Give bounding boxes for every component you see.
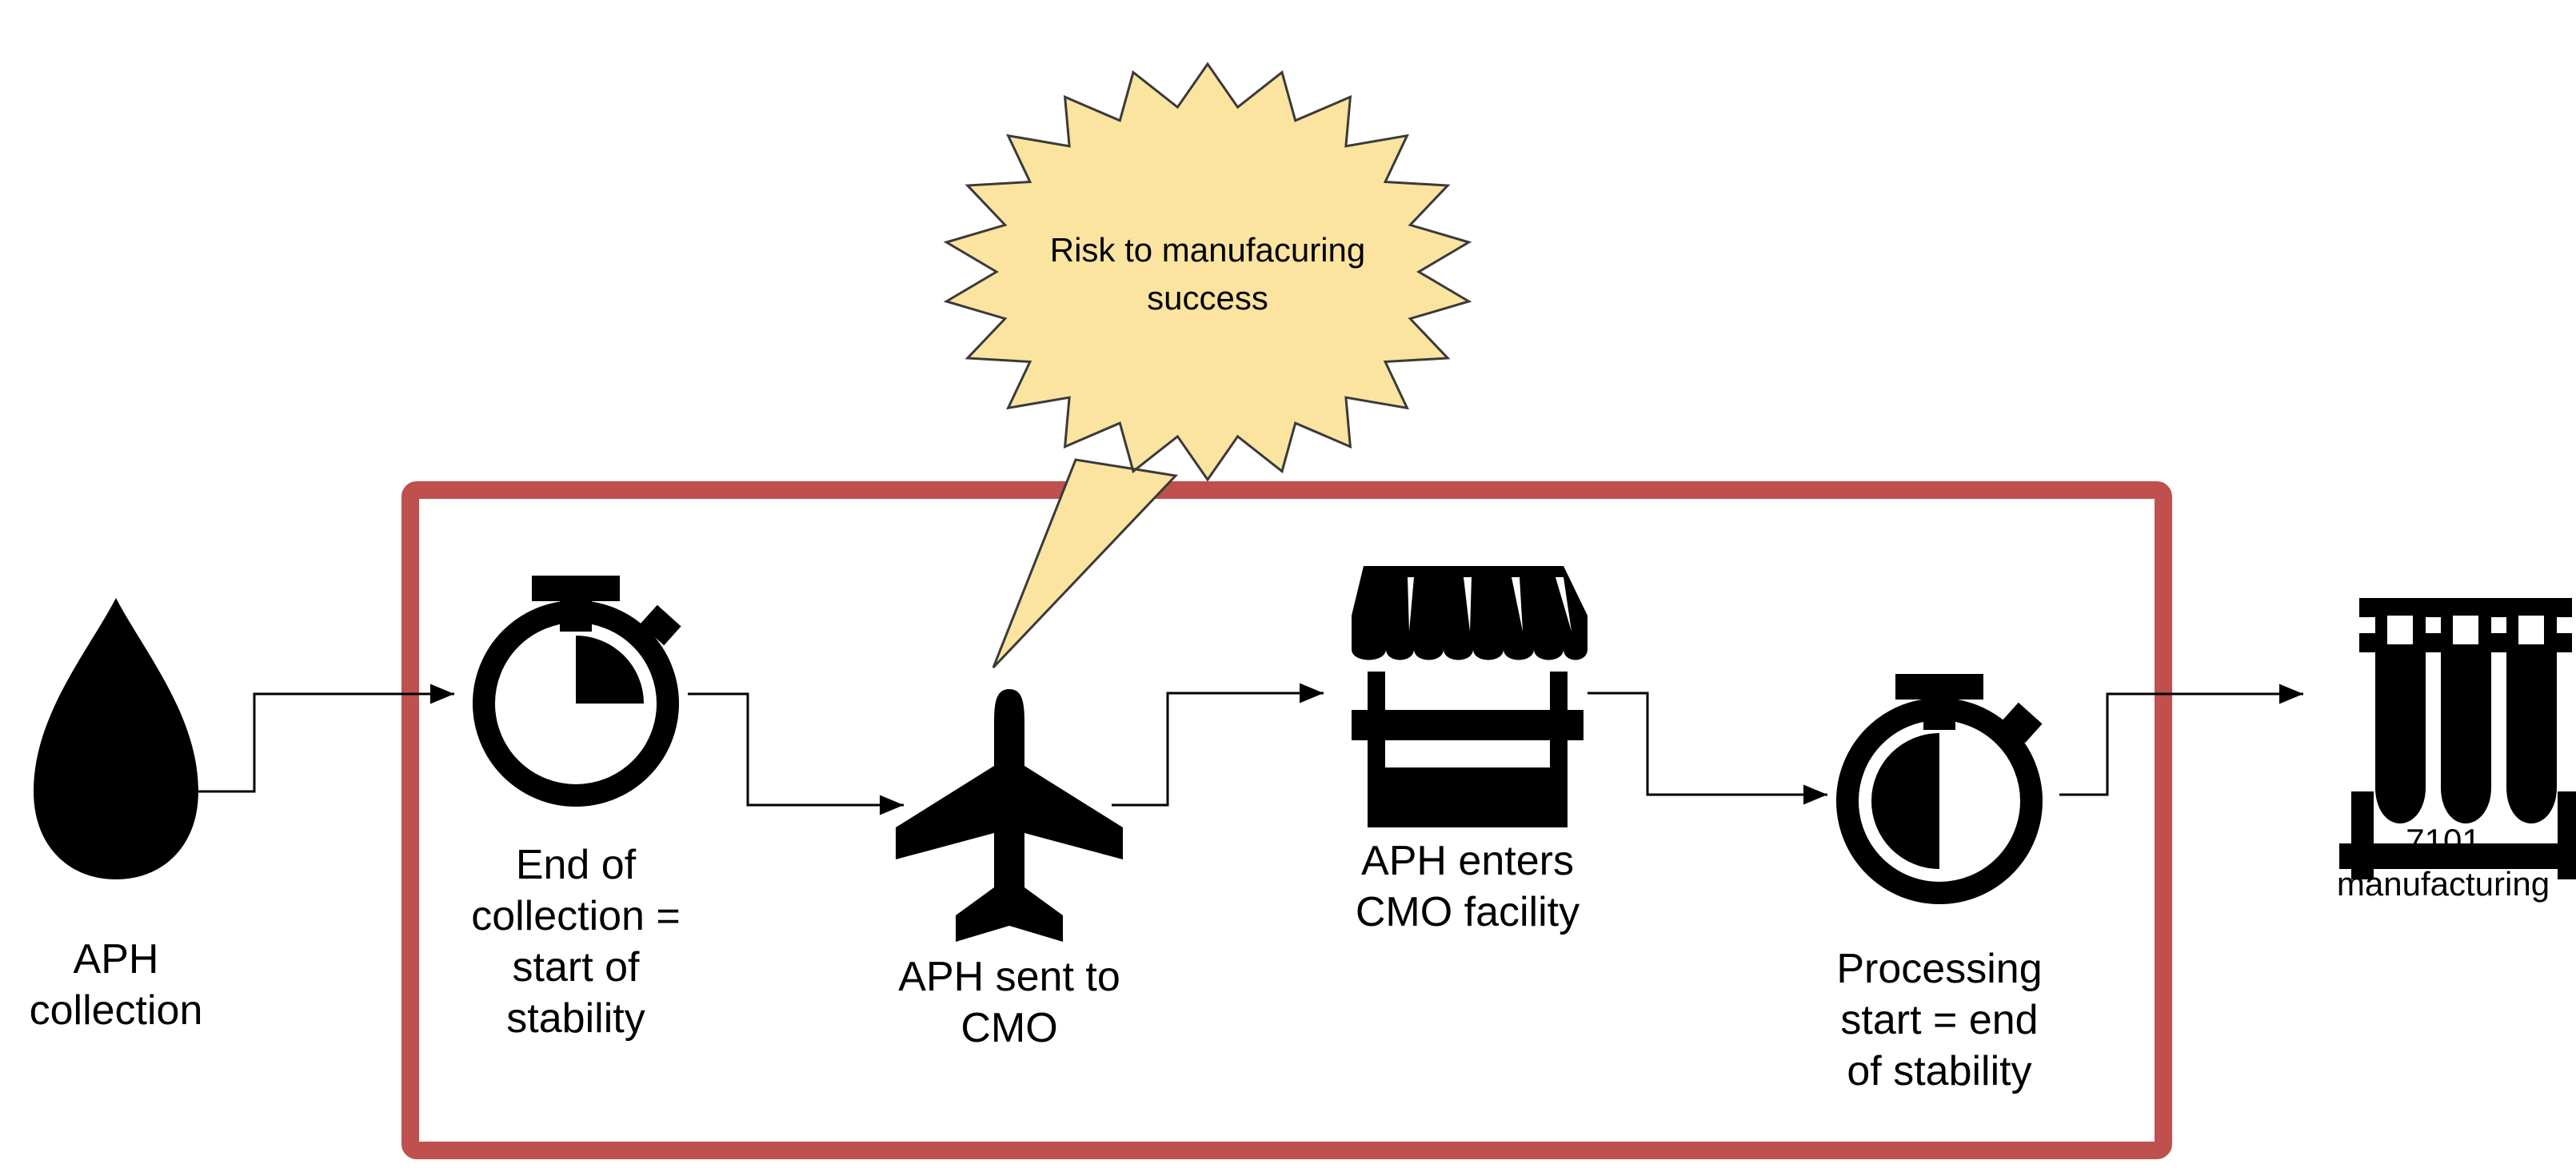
label-line: Processing: [1836, 946, 2043, 992]
label-line: manufacturing: [2336, 865, 2550, 903]
label-line: End of: [515, 842, 637, 888]
connectors: [192, 683, 2303, 815]
stopwatch-icon: [1836, 674, 2043, 904]
risk-callout: [943, 62, 1472, 669]
label-line: 7101: [2406, 822, 2481, 859]
label-line: APH sent to: [898, 954, 1120, 1000]
label-line: collection =: [471, 893, 681, 939]
callout-line: success: [1147, 279, 1268, 317]
label-end-of-collection: End of collection = start of stability: [456, 839, 696, 1044]
label-aph-enters: APH enters CMO facility: [1316, 835, 1619, 938]
label-line: CMO: [961, 1005, 1058, 1051]
storefront-icon: [1352, 566, 1588, 827]
label-aph-sent: APH sent to CMO: [865, 951, 1153, 1054]
label-line: collection: [29, 987, 203, 1034]
label-line: CMO facility: [1355, 889, 1580, 935]
label-processing-start: Processing start = end of stability: [1795, 943, 2083, 1097]
label-manufacturing: 7101 manufacturing: [2323, 819, 2563, 906]
arrow-processing-to-manufacturing: [2059, 684, 2303, 796]
callout-text: Risk to manufacuring success: [1008, 226, 1408, 322]
test-tubes-icon: [2339, 598, 2576, 879]
drop-icon: [34, 598, 198, 879]
stability-window-frame: [401, 481, 2172, 1159]
label-line: of stability: [1847, 1048, 2032, 1094]
callout-line: Risk to manufacuring: [1049, 231, 1366, 269]
label-line: stability: [506, 995, 645, 1042]
label-aph-collection: APH collection: [16, 934, 216, 1036]
airplane-icon: [896, 689, 1123, 942]
stopwatch-icon: [473, 576, 681, 807]
arrow-collection-to-end: [192, 684, 454, 793]
label-line: start of: [512, 944, 640, 991]
arrow-end-to-sent: [688, 692, 904, 815]
label-line: start = end: [1840, 997, 2039, 1043]
arrow-enters-to-processing: [1588, 692, 1827, 805]
label-line: APH: [73, 936, 159, 983]
label-line: APH enters: [1361, 838, 1574, 884]
arrow-sent-to-enters: [1112, 683, 1324, 807]
